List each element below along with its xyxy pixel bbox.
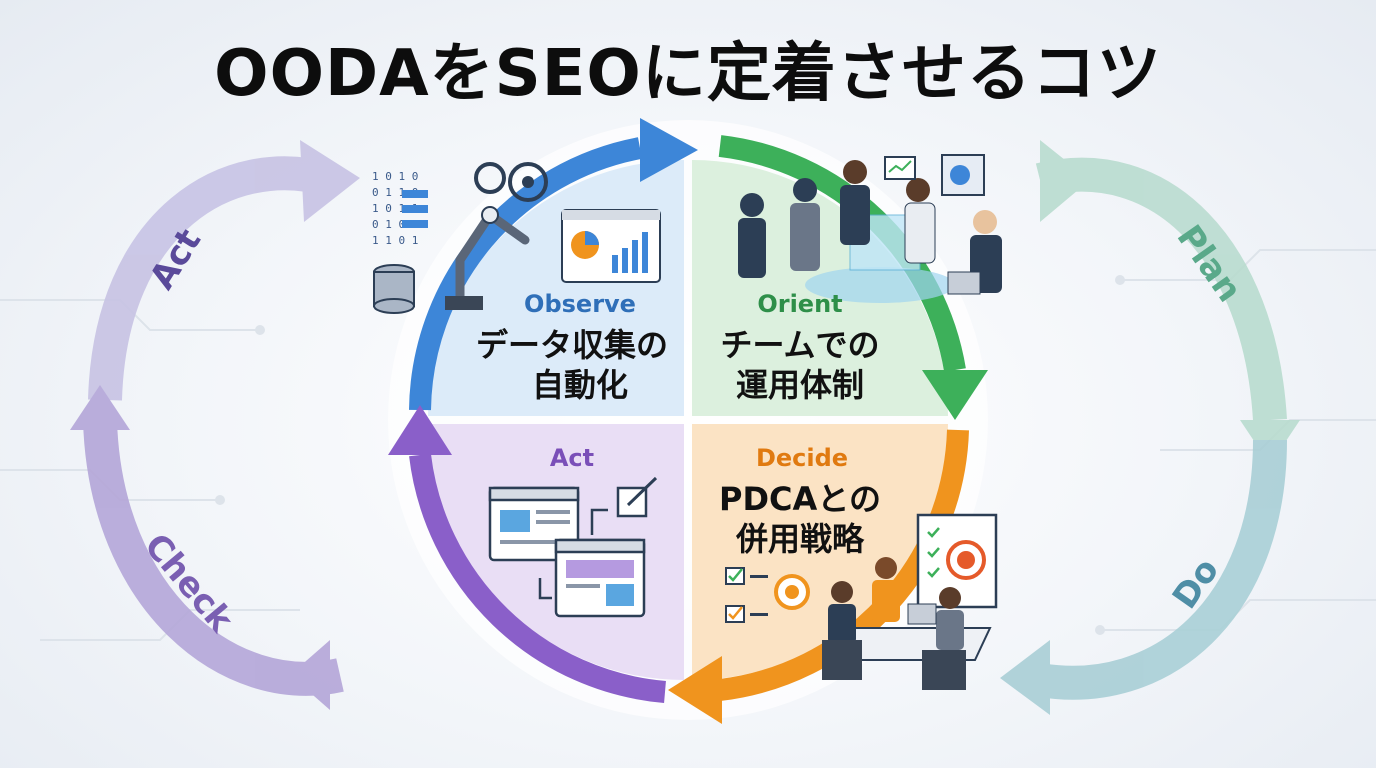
page-title: OODAをSEOに定着させるコツ [214, 37, 1162, 111]
act-arrowhead [388, 405, 452, 455]
observe-text-line1: データ収集の [476, 326, 668, 364]
orient-label: Orient [757, 290, 842, 318]
orient-text-line2: 運用体制 [736, 366, 864, 404]
decide-text-line1: PDCAとの [719, 480, 881, 518]
observe-text-line2: 自動化 [532, 366, 628, 404]
pdca-right-loop [1000, 140, 1300, 715]
svg-text:1 1 0 1: 1 1 0 1 [372, 234, 418, 247]
meeting-target-icon [725, 513, 998, 690]
decide-label: Decide [756, 444, 848, 472]
pdca-left-loop [70, 140, 360, 710]
team-hologram-icon [738, 154, 1002, 303]
orient-text-line1: チームでの [720, 326, 879, 364]
orient-arrowhead [922, 370, 988, 420]
browser-windows-icon [488, 476, 658, 618]
svg-text:1 0 1 0: 1 0 1 0 [372, 170, 418, 183]
decide-arrowhead [668, 656, 722, 724]
decide-text-line2: 併用戦略 [735, 520, 865, 558]
observe-arrowhead [640, 118, 698, 182]
data-robot-dashboard-icon: 1 0 1 0 0 1 1 0 1 0 1 1 0 1 0 1 1 1 0 1 [372, 162, 661, 314]
act-label: Act [550, 444, 594, 472]
observe-label: Observe [524, 290, 636, 318]
